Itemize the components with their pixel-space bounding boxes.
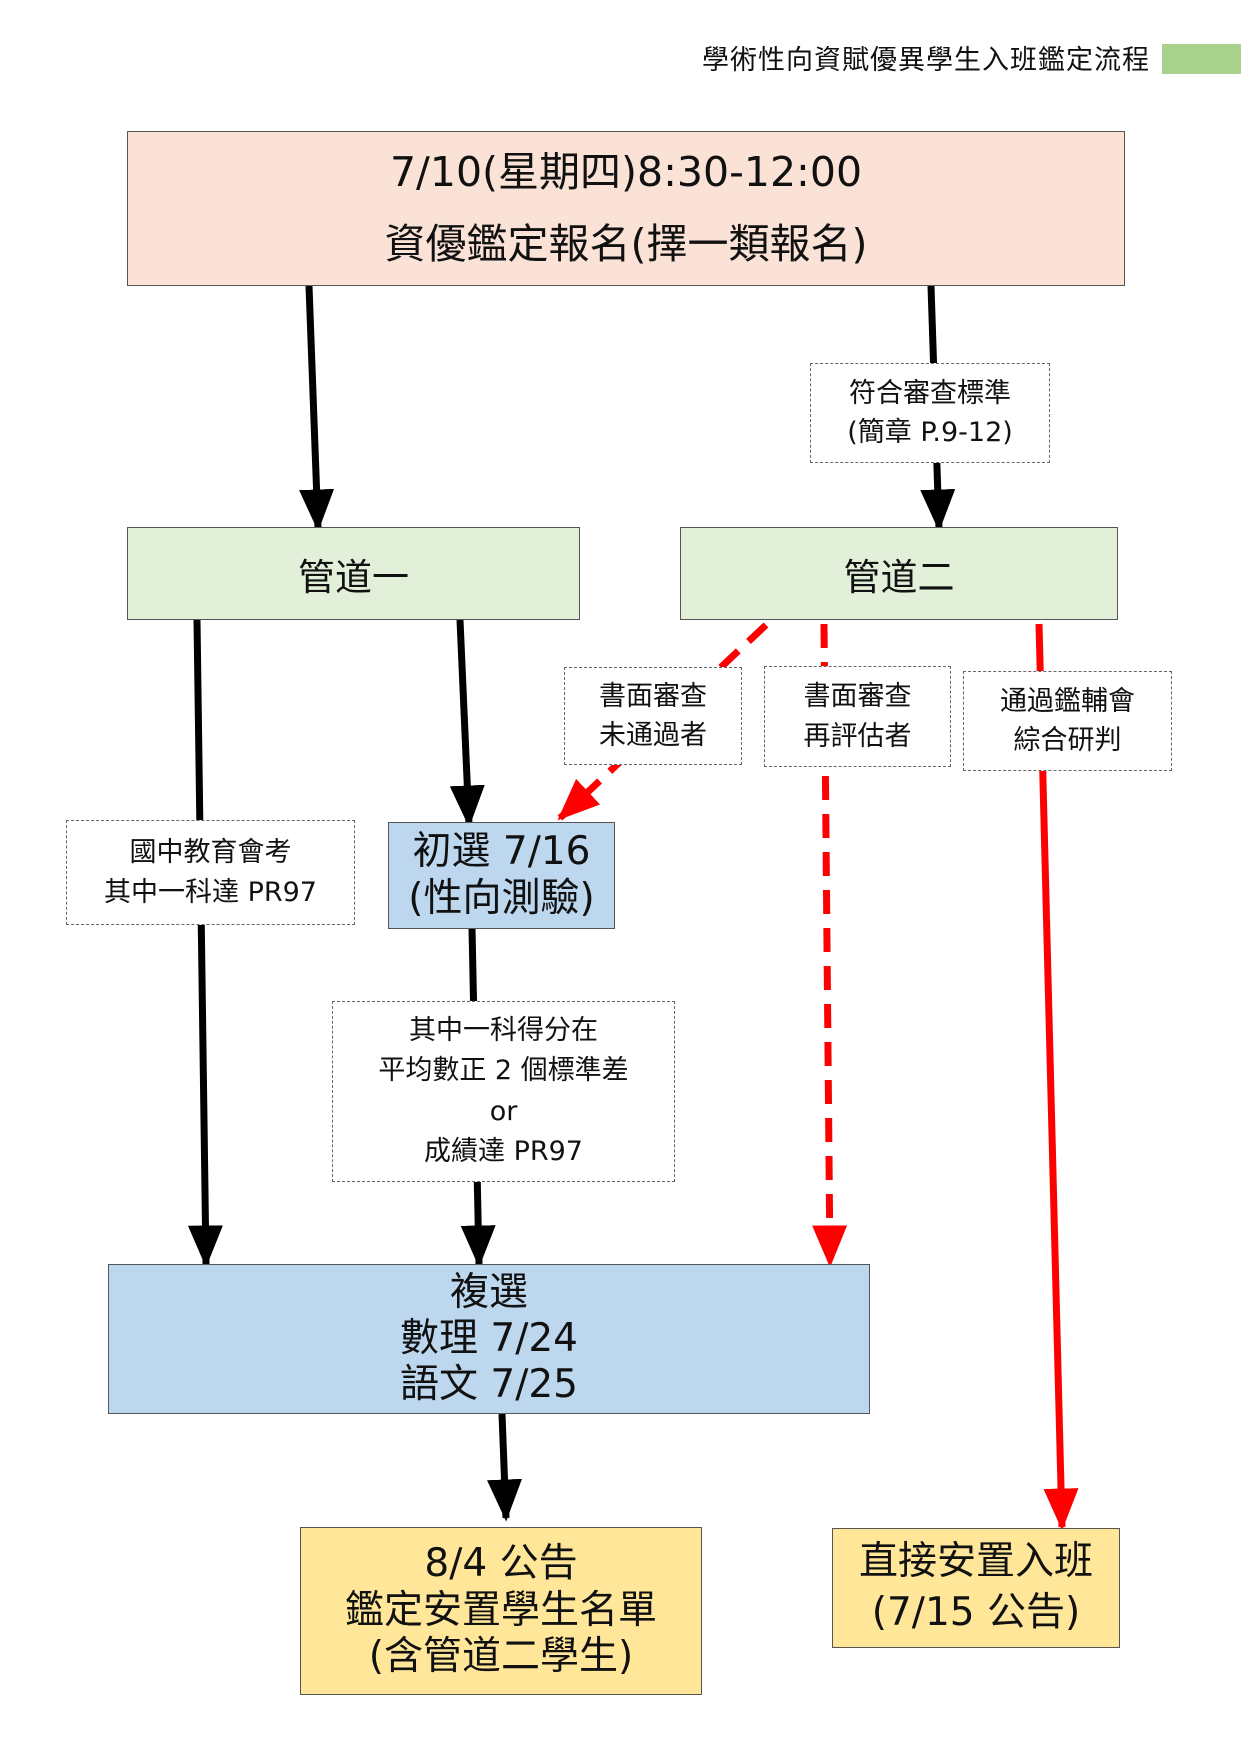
arrow-channel-two-to-direct-placement [1035, 623, 1079, 1531]
written-fail-label: 書面審查 未通過者 [564, 667, 742, 765]
review-standard-label: 符合審查標準 (簡章 P.9-12) [810, 363, 1050, 463]
header-accent-bar [1162, 44, 1241, 74]
second-round-box: 複選 數理 7/24 語文 7/25 [108, 1264, 870, 1414]
criteria-label: 其中一科得分在 平均數正 2 個標準差 or 成績達 PR97 [332, 1001, 675, 1182]
cap-exam-label: 國中教育會考 其中一科達 PR97 [66, 820, 355, 925]
arrow-channel-two-to-second-round-dashed [812, 623, 848, 1268]
channel-one-label: 管道一 [298, 555, 409, 599]
registration-box: 7/10(星期四)8:30-12:00 資優鑑定報名(擇一類報名) [127, 131, 1125, 286]
preliminary-box: 初選 7/16 (性向測驗) [388, 822, 615, 929]
arrow-channel-two-to-preliminary-dashed [557, 622, 769, 821]
registration-title: 資優鑑定報名(擇一類報名) [384, 219, 868, 268]
arrow-registration-to-channel-one [299, 285, 335, 532]
committee-label: 通過鑑輔會 綜合研判 [963, 671, 1172, 771]
header-title: 學術性向資賦優異學生入班鑑定流程 [702, 45, 1150, 76]
announcement-box: 8/4 公告 鑑定安置學生名單 (含管道二學生) [300, 1527, 702, 1695]
arrow-second-round-to-announcement [487, 1413, 523, 1522]
channel-two-box: 管道二 [680, 527, 1118, 620]
written-reassess-label: 書面審查 再評估者 [764, 666, 951, 767]
registration-datetime: 7/10(星期四)8:30-12:00 [389, 147, 863, 196]
arrow-channel-one-to-preliminary [449, 619, 485, 828]
channel-two-label: 管道二 [843, 555, 955, 599]
direct-placement-box: 直接安置入班 (7/15 公告) [832, 1528, 1120, 1648]
arrow-channel-one-to-second-round [187, 619, 223, 1268]
channel-one-box: 管道一 [127, 527, 580, 620]
